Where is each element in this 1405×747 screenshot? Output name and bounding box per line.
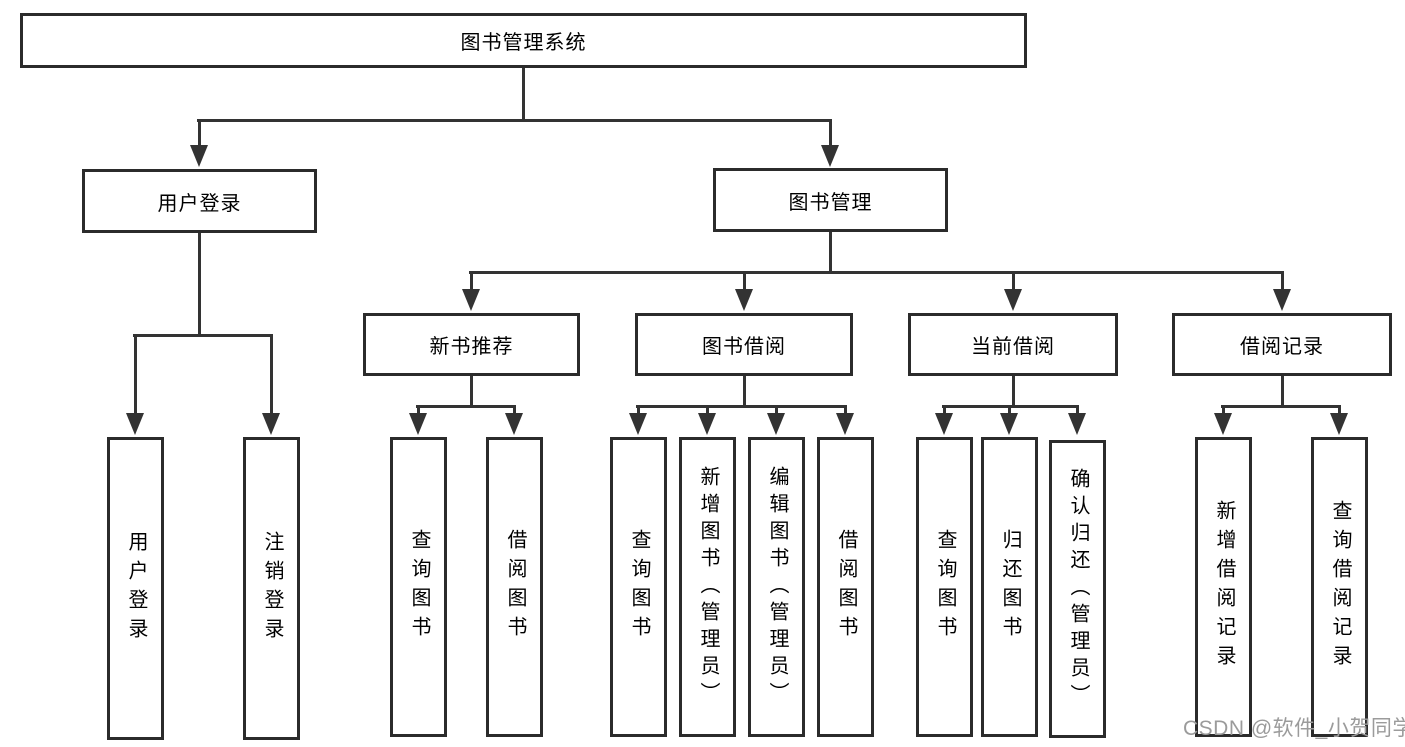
- arrow-down-icon: [262, 413, 280, 435]
- leaf-label: 新增图书（管理员）: [697, 465, 719, 709]
- arrow-down-icon: [1273, 289, 1291, 311]
- connector-leaf-shaft: [1338, 405, 1341, 415]
- connector-current-shaft: [1012, 271, 1015, 291]
- leaf-label: 借阅图书: [835, 529, 857, 645]
- connector-login-leaf-shaft: [134, 334, 137, 415]
- connector-leaf-shaft: [637, 405, 640, 415]
- arrow-down-icon: [190, 145, 208, 167]
- arrow-down-icon: [462, 289, 480, 311]
- connector-user-login-stub: [198, 233, 201, 334]
- node-leaf-logout: 注销登录: [243, 437, 300, 740]
- connector-level3-rail: [469, 271, 1284, 274]
- arrow-down-icon: [505, 413, 523, 435]
- arrow-down-icon: [836, 413, 854, 435]
- arrow-down-icon: [698, 413, 716, 435]
- connector-borrow-shaft: [743, 271, 746, 291]
- arrow-down-icon: [126, 413, 144, 435]
- leaf-label: 借阅图书: [504, 529, 526, 645]
- node-library-system: 图书管理系统: [20, 13, 1027, 68]
- arrow-down-icon: [1330, 413, 1348, 435]
- node-borrow-records: 借阅记录: [1172, 313, 1392, 376]
- connector-borrow-rail: [636, 405, 847, 408]
- connector-current-stub: [1012, 376, 1015, 405]
- connector-root-stub: [522, 68, 525, 119]
- connector-user-login-rail: [133, 334, 273, 337]
- node-leaf-add-borrow-record: 新增借阅记录: [1195, 437, 1252, 737]
- leaf-label: 确认归还（管理员）: [1067, 467, 1089, 711]
- connector-logout-leaf-shaft: [270, 334, 273, 415]
- node-new-book-recommend: 新书推荐: [363, 313, 580, 376]
- connector-new-book-rail: [416, 405, 516, 408]
- node-user-login: 用户登录: [82, 169, 317, 233]
- arrow-down-icon: [1214, 413, 1232, 435]
- arrow-down-icon: [1004, 289, 1022, 311]
- connector-leaf-shaft: [513, 405, 516, 415]
- arrow-down-icon: [1068, 413, 1086, 435]
- node-book-management: 图书管理: [713, 168, 948, 232]
- node-leaf-borrow-book-1: 借阅图书: [486, 437, 543, 737]
- node-leaf-user-login: 用户登录: [107, 437, 164, 740]
- leaf-label: 查询图书: [408, 529, 430, 645]
- connector-user-login-shaft: [198, 119, 201, 147]
- connector-level2-rail: [197, 119, 832, 122]
- leaf-label: 编辑图书（管理员）: [766, 465, 788, 709]
- connector-records-stub: [1281, 376, 1284, 405]
- connector-leaf-shaft: [706, 405, 709, 415]
- leaf-label: 查询图书: [628, 529, 650, 645]
- csdn-watermark: CSDN @软件_小贺同学: [1183, 717, 1405, 740]
- connector-leaf-shaft: [1076, 405, 1079, 415]
- node-current-borrow: 当前借阅: [908, 313, 1118, 376]
- connector-records-shaft: [1281, 271, 1284, 291]
- node-leaf-return-book: 归还图书: [981, 437, 1038, 737]
- connector-new-book-shaft: [470, 271, 473, 291]
- leaf-label: 新增借阅记录: [1213, 500, 1235, 674]
- leaf-label: 查询图书: [934, 529, 956, 645]
- node-leaf-query-book-1: 查询图书: [390, 437, 447, 737]
- node-leaf-query-book-2: 查询图书: [610, 437, 667, 737]
- arrow-down-icon: [935, 413, 953, 435]
- connector-new-book-stub: [470, 376, 473, 405]
- connector-book-mgmt-stub: [829, 232, 832, 272]
- arrow-down-icon: [629, 413, 647, 435]
- leaf-label: 归还图书: [999, 529, 1021, 645]
- connector-leaf-shaft: [417, 405, 420, 415]
- node-leaf-add-book-admin: 新增图书（管理员）: [679, 437, 736, 737]
- node-leaf-edit-book-admin: 编辑图书（管理员）: [748, 437, 805, 737]
- node-book-borrow: 图书借阅: [635, 313, 853, 376]
- connector-leaf-shaft: [943, 405, 946, 415]
- node-leaf-borrow-book-2: 借阅图书: [817, 437, 874, 737]
- node-leaf-confirm-return-admin: 确认归还（管理员）: [1049, 440, 1106, 738]
- connector-borrow-stub: [743, 376, 746, 405]
- connector-book-mgmt-shaft: [829, 119, 832, 147]
- node-leaf-query-borrow-record: 查询借阅记录: [1311, 437, 1368, 737]
- leaf-label: 查询借阅记录: [1329, 500, 1351, 674]
- arrow-down-icon: [409, 413, 427, 435]
- arrow-down-icon: [1000, 413, 1018, 435]
- connector-leaf-shaft: [1222, 405, 1225, 415]
- arrow-down-icon: [767, 413, 785, 435]
- arrow-down-icon: [821, 145, 839, 167]
- connector-leaf-shaft: [775, 405, 778, 415]
- arrow-down-icon: [735, 289, 753, 311]
- node-leaf-query-book-3: 查询图书: [916, 437, 973, 737]
- connector-leaf-shaft: [844, 405, 847, 415]
- connector-leaf-shaft: [1008, 405, 1011, 415]
- leaf-label: 注销登录: [261, 530, 283, 647]
- leaf-label: 用户登录: [125, 530, 147, 647]
- connector-records-rail: [1221, 405, 1341, 408]
